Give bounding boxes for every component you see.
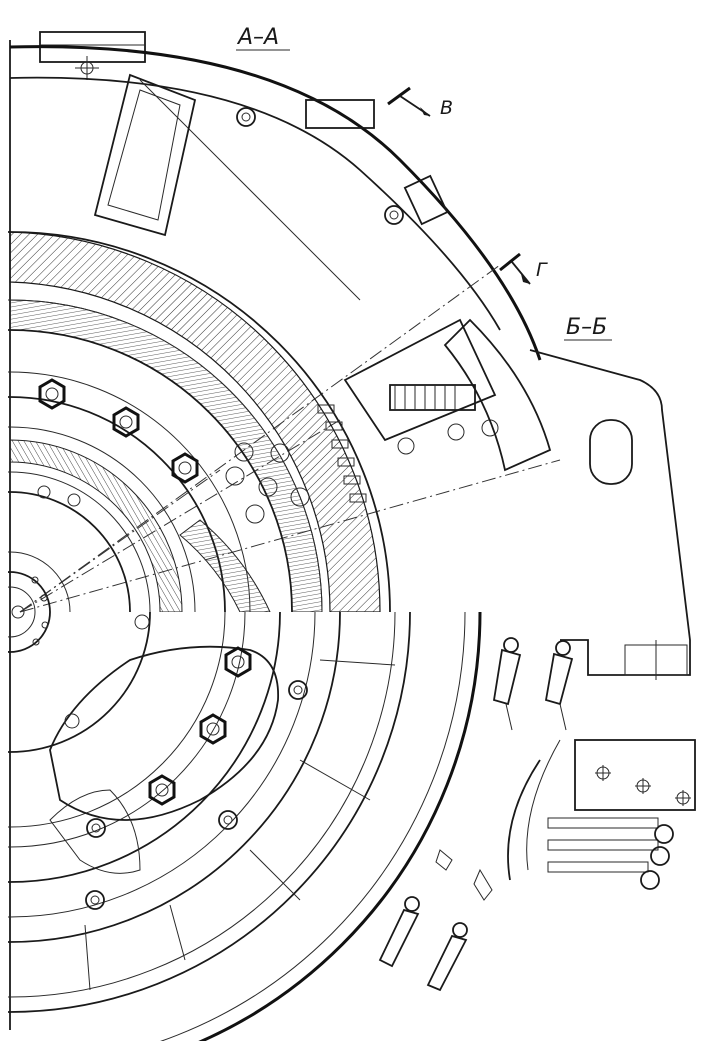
hub-spider <box>49 645 279 874</box>
svg-text:В: В <box>440 97 453 119</box>
pole-teeth <box>317 404 367 503</box>
stator-winding <box>343 318 499 455</box>
section-label-bb: Б–Б <box>566 315 607 340</box>
terminal-box <box>574 739 696 811</box>
mounting-lug <box>93 73 197 237</box>
lower-bolts <box>64 614 308 910</box>
view-marker-v: В <box>387 86 453 119</box>
lower-hub-nuts <box>148 646 252 806</box>
svg-text:Г: Г <box>536 259 548 281</box>
lower-rotor-section <box>8 612 482 1041</box>
upper-rotor-section <box>8 231 391 612</box>
view-marker-g: Г <box>499 252 548 285</box>
top-housing-boss <box>39 31 146 80</box>
hub-nuts <box>38 378 199 484</box>
vent-holes <box>37 442 310 524</box>
side-bracket <box>529 349 691 680</box>
shaft-center <box>11 576 49 646</box>
section-label-aa: А–А <box>236 25 279 50</box>
terminal-leads <box>507 739 674 890</box>
top-right-block <box>305 99 449 226</box>
frame-segment <box>443 318 552 472</box>
brush-holders <box>378 637 574 992</box>
outer-housing <box>9 45 542 361</box>
housing-bolts <box>236 107 404 225</box>
